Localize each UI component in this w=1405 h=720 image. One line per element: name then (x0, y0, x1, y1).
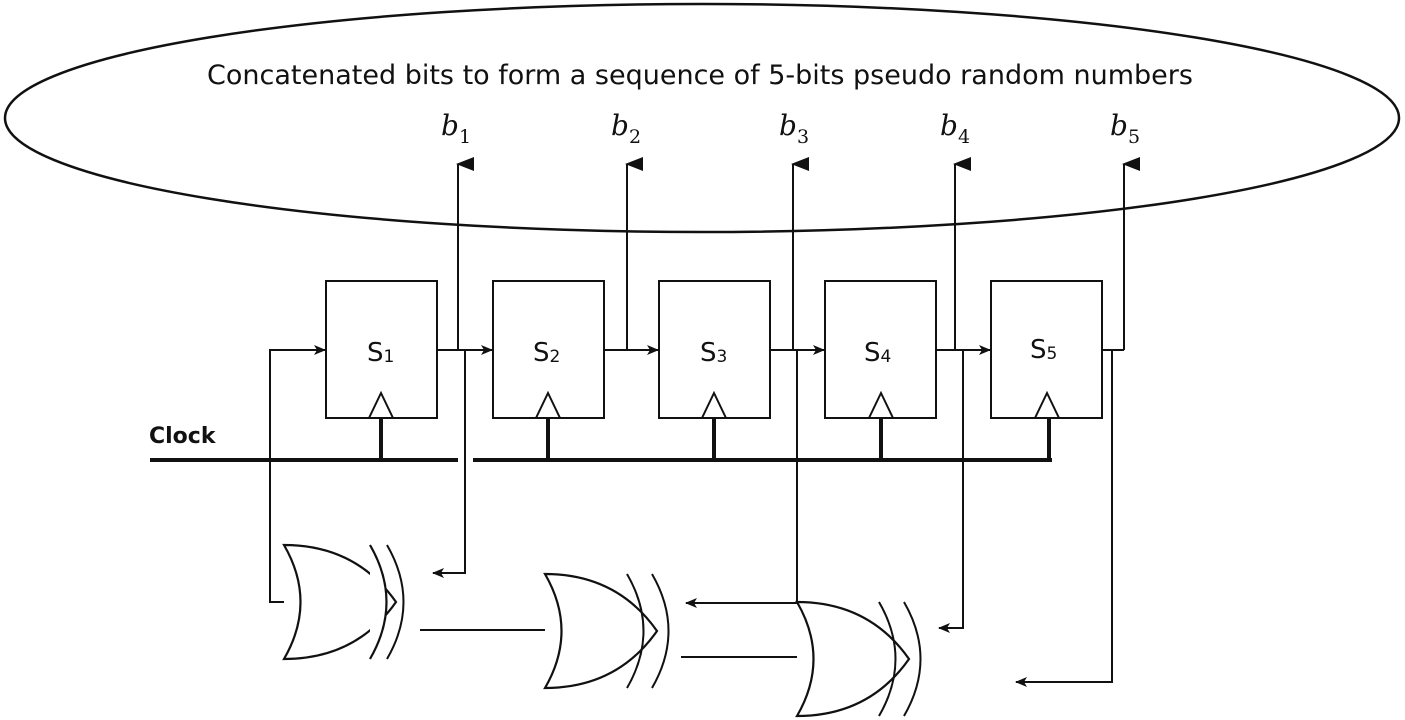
title-text: Concatenated bits to form a sequence of … (207, 60, 1193, 91)
bit-label-2: b2 (611, 109, 641, 148)
register-s1: S1 (325, 280, 438, 419)
tap-wire-s4 (938, 350, 964, 633)
bit-labels: b1 b2 b3 b4 b5 (441, 109, 1140, 148)
xor-gate-2 (543, 572, 670, 690)
bit-label-3: b3 (779, 109, 809, 148)
tap-wire-s1 (432, 350, 466, 578)
register-s3: S3 (658, 280, 771, 419)
bit-output-arrows (456, 157, 1140, 350)
register-s2: S2 (492, 280, 605, 419)
register-s1-label: S1 (367, 338, 394, 368)
clock-input-triangle-icon (868, 390, 894, 419)
xor-gate-1 (282, 543, 405, 661)
clock-input-triangle-icon (368, 390, 394, 419)
clock-input-triangle-icon (701, 390, 727, 419)
clock-bus (150, 418, 1052, 462)
register-s4: S4 (824, 280, 937, 419)
register-s3-label: S3 (700, 338, 727, 368)
register-s2-label: S2 (533, 338, 560, 368)
clock-input-triangle-icon (1034, 390, 1060, 419)
xor-gate-3 (795, 600, 922, 718)
tap-wire-s5 (1015, 350, 1113, 687)
clock-label: Clock (149, 424, 217, 449)
output-ellipse (3, 2, 1401, 234)
clock-input-triangle-icon (535, 390, 561, 419)
bit-label-4: b4 (940, 109, 970, 148)
register-s5-label: S5 (1030, 335, 1057, 365)
register-s5: S5 (990, 280, 1103, 419)
bit-label-5: b5 (1110, 109, 1140, 148)
bit-label-1: b1 (441, 109, 471, 148)
register-s4-label: S4 (864, 338, 891, 368)
feedback-wire (269, 345, 326, 603)
